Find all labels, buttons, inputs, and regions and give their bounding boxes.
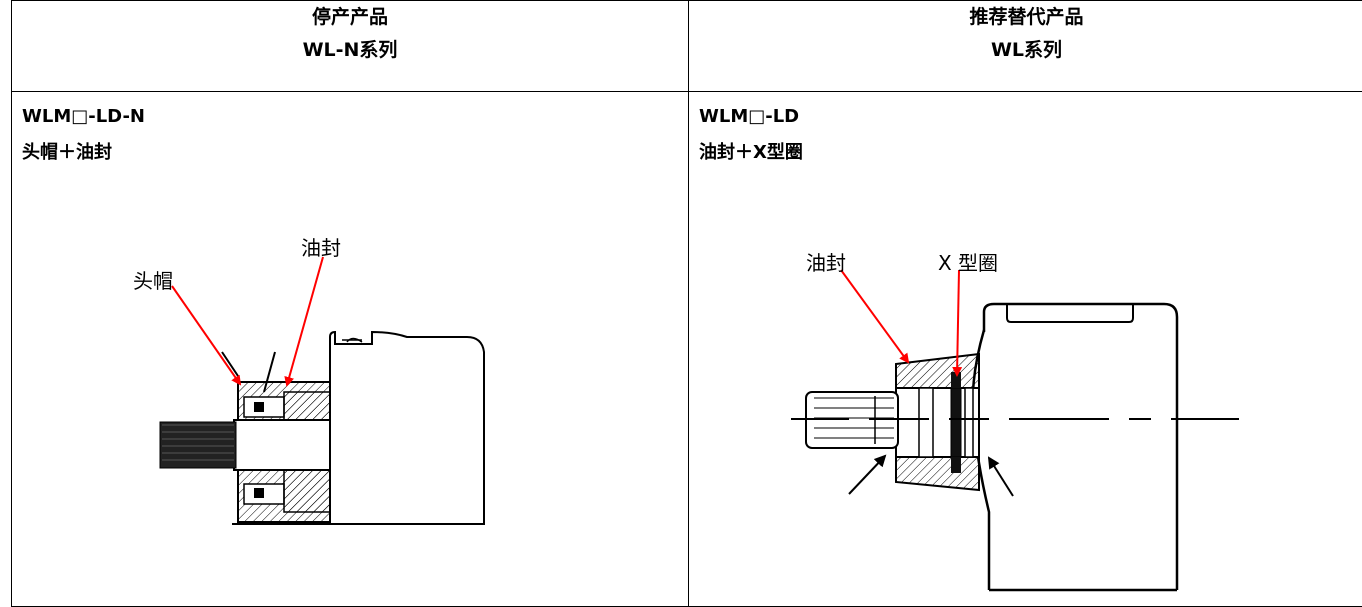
left-cell: WLM□-LD-N 头帽＋油封 bbox=[12, 92, 689, 607]
xring-label: X 型圈 bbox=[938, 251, 998, 275]
right-cell: WLM□-LD 油封＋X型圈 bbox=[689, 92, 1362, 607]
right-drawing: 油封 X 型圈 bbox=[689, 92, 1362, 606]
header-replacement-title: 推荐替代产品 bbox=[689, 1, 1362, 34]
header-discontinued-series: WL-N系列 bbox=[12, 34, 688, 67]
right-motor-body bbox=[973, 304, 1177, 590]
right-black-arrow-2 bbox=[989, 458, 1013, 496]
comparison-table: 停产产品 WL-N系列 推荐替代产品 WL系列 WLM□-LD-N 头帽＋油封 bbox=[11, 0, 1362, 607]
right-seal-housing bbox=[896, 354, 979, 490]
left-shaft bbox=[160, 420, 330, 470]
right-seal-arrow bbox=[841, 270, 908, 362]
header-discontinued-title: 停产产品 bbox=[12, 1, 688, 34]
header-replacement: 推荐替代产品 WL系列 bbox=[689, 1, 1362, 92]
seal-label-left: 油封 bbox=[301, 236, 341, 260]
left-drawing: 头帽 油封 bbox=[12, 92, 689, 606]
header-discontinued: 停产产品 WL-N系列 bbox=[12, 1, 689, 92]
header-replacement-series: WL系列 bbox=[689, 34, 1362, 67]
content-row: WLM□-LD-N 头帽＋油封 bbox=[12, 92, 1362, 607]
left-leader-line bbox=[222, 352, 238, 376]
seal-label-right: 油封 bbox=[806, 251, 846, 275]
right-black-arrow-1 bbox=[849, 456, 885, 494]
cap-arrow bbox=[172, 286, 240, 384]
cap-label: 头帽 bbox=[133, 269, 173, 293]
header-row: 停产产品 WL-N系列 推荐替代产品 WL系列 bbox=[12, 1, 1362, 92]
seal-arrow bbox=[287, 257, 323, 385]
